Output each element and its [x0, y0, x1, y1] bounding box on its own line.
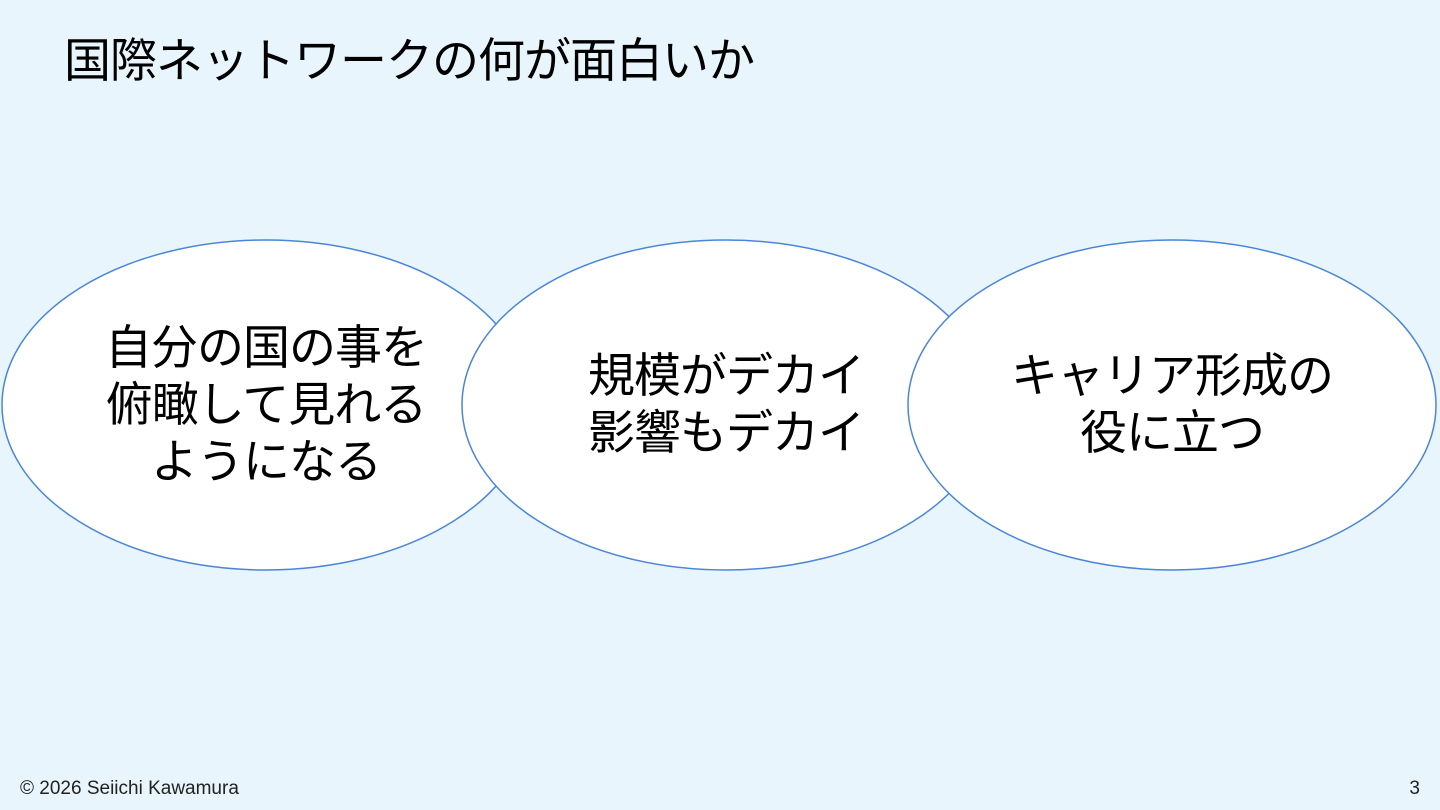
- slide-title: 国際ネットワークの何が面白いか: [64, 34, 755, 89]
- page-number: 3: [1409, 778, 1420, 799]
- ellipse-3-label: キャリア形成の 役に立つ: [1011, 349, 1334, 461]
- ellipse-2-label: 規模がデカイ 影響もデカイ: [588, 349, 865, 461]
- ellipse-3: [907, 239, 1437, 571]
- footer-copyright: © 2026 Seiichi Kawamura: [20, 778, 239, 799]
- ellipse-1-label: 自分の国の事を 俯瞰して見れる ようになる: [105, 320, 428, 490]
